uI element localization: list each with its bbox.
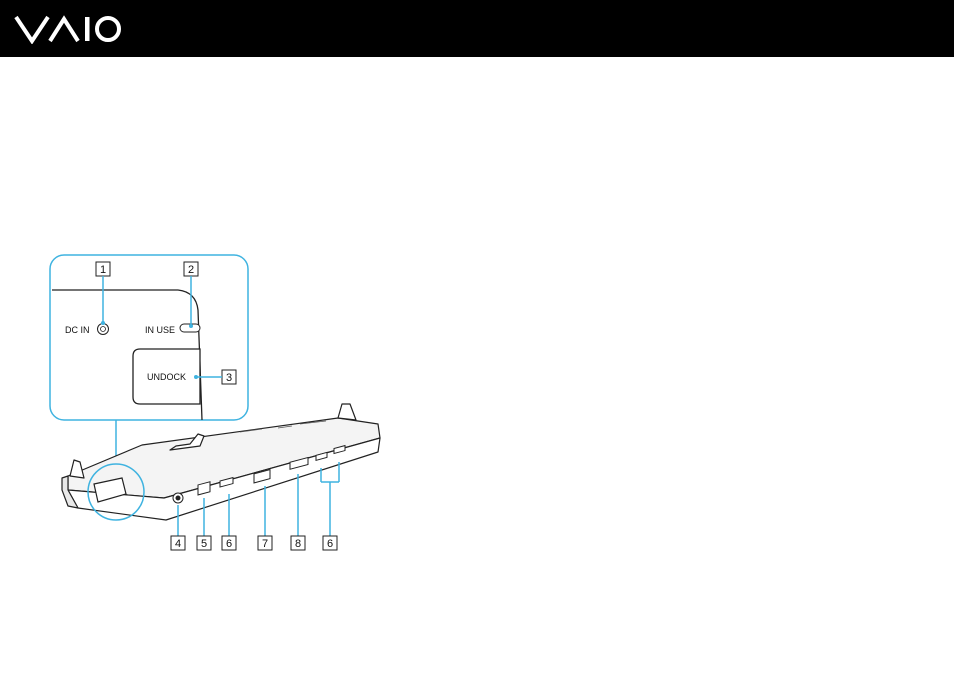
callout-1: 1 [100, 264, 106, 276]
callout-6a: 6 [226, 538, 232, 550]
callout-2: 2 [188, 264, 194, 276]
callout-7: 7 [262, 538, 268, 550]
callout-4: 4 [175, 538, 181, 550]
docking-station [62, 404, 380, 520]
callout-8: 8 [295, 538, 301, 550]
callout-3: 3 [226, 372, 232, 384]
in-use-label: IN USE [145, 325, 175, 335]
callout-6b: 6 [327, 538, 333, 550]
dc-in-label: DC IN [65, 325, 90, 335]
callout-5: 5 [201, 538, 207, 550]
undock-label: UNDOCK [147, 372, 186, 382]
